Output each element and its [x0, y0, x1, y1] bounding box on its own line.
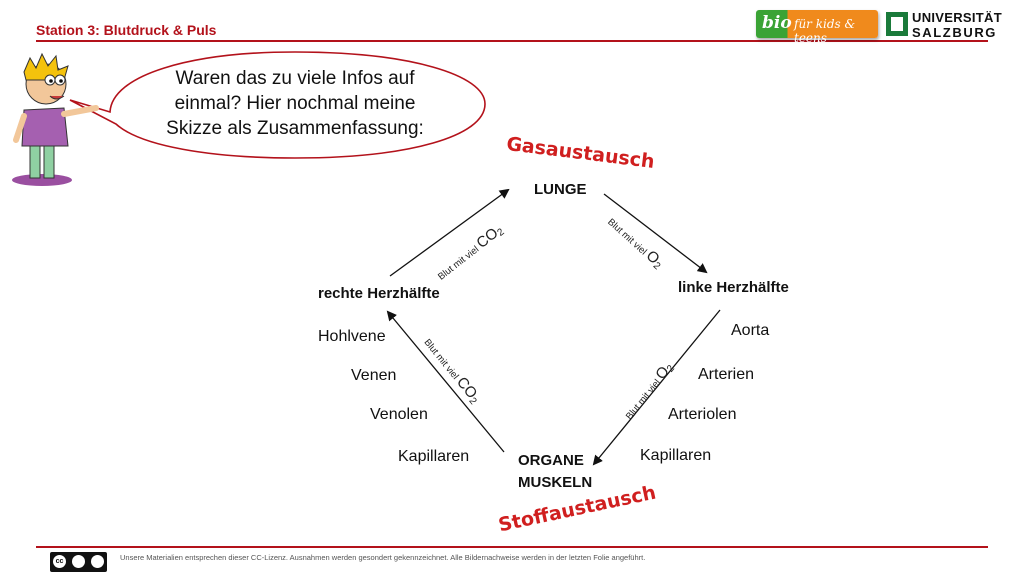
cc-icon: cc — [53, 555, 66, 568]
organe-label: ORGANE — [518, 452, 584, 469]
arrow-organe-rechts — [386, 310, 505, 453]
university-logo-line2: SALZBURG — [912, 25, 998, 40]
arrow-lunge-links — [603, 193, 708, 274]
vessel-kapillaren-left: Kapillaren — [398, 448, 470, 465]
speech-line-2: einmal? Hier nochmal meine — [174, 93, 416, 114]
bio-logo-sub: für kids & teens — [794, 17, 856, 45]
vessel-venen: Venen — [351, 367, 397, 384]
university-mark-icon — [886, 12, 908, 36]
sa-icon — [91, 555, 104, 568]
station-title: Station 3: Blutdruck & Puls — [36, 22, 217, 38]
cc-license-badge-icon: cc — [50, 552, 107, 572]
vessel-hohlvene: Hohlvene — [318, 328, 386, 345]
cartoon-character-icon — [12, 52, 99, 186]
rechte-herzhaelfte-label: rechte Herzhälfte — [318, 285, 440, 302]
bio-logo-main: bio — [762, 13, 792, 33]
header-divider — [36, 40, 988, 42]
lunge-label: LUNGE — [534, 181, 587, 198]
speech-bubble — [69, 51, 486, 159]
vessel-kapillaren-right: Kapillaren — [640, 447, 712, 464]
speech-line-3: Skizze als Zusammenfassung: — [166, 118, 424, 139]
speech-line-1: Waren das zu viele Infos auf — [175, 68, 415, 89]
vessel-arteriolen: Arteriolen — [668, 406, 737, 423]
linke-herzhaelfte-label: linke Herzhälfte — [678, 279, 789, 296]
license-text: Unsere Materialien entsprechen dieser CC… — [120, 553, 646, 562]
university-logo: UNIVERSITÄT SALZBURG — [886, 10, 1002, 40]
footer-divider — [36, 546, 988, 548]
arrow-links-organe — [592, 309, 721, 466]
by-icon — [72, 555, 85, 568]
bio-logo: bio für kids & teens — [756, 10, 878, 45]
speech-bubble-text: Waren das zu viele Infos auf einmal? Hie… — [140, 66, 450, 141]
vessel-arterien: Arterien — [698, 366, 755, 383]
university-logo-line1: UNIVERSITÄT — [912, 10, 1002, 25]
vessel-aorta: Aorta — [731, 322, 770, 339]
muskeln-label: MUSKELN — [518, 474, 593, 491]
arrow-rechts-lunge — [389, 188, 510, 277]
vessel-venolen: Venolen — [370, 406, 428, 423]
